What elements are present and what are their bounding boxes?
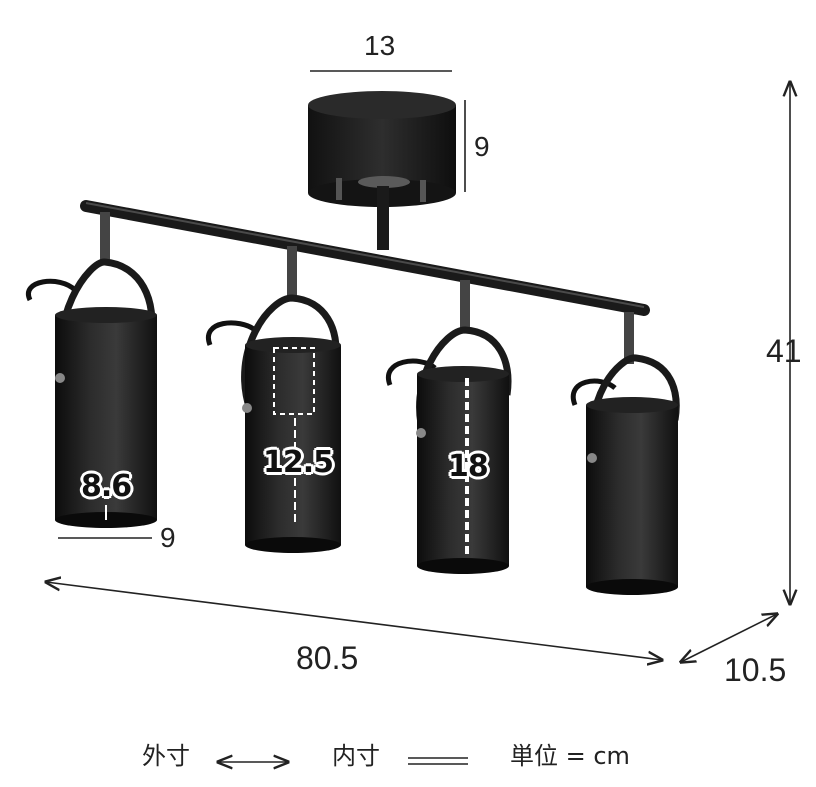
- spot-lamp-2: [205, 246, 341, 553]
- mounting-bar: [80, 200, 650, 316]
- legend-outer-label: 外寸: [142, 742, 190, 770]
- shade-length-label: 18: [448, 449, 489, 484]
- base-height-label: 9: [474, 131, 490, 162]
- legend-unit-label: 単位 = cm: [510, 742, 630, 770]
- socket-depth-label: 12.5: [263, 445, 334, 480]
- ceiling-base: [308, 91, 456, 250]
- spot-lamp-3: [385, 280, 512, 574]
- total-width-line: [46, 582, 662, 660]
- total-width-label: 80.5: [296, 640, 359, 676]
- depth-label: 10.5: [724, 652, 787, 688]
- shade-diameter-label: 9: [160, 522, 176, 553]
- shade-inner-diameter-label: 8.6: [81, 469, 132, 504]
- legend-glyphs: [218, 758, 468, 764]
- base-width-label: 13: [364, 30, 396, 61]
- dimension-lines: [46, 70, 790, 662]
- depth-line: [681, 614, 777, 662]
- legend-inner-label: 内寸: [332, 742, 380, 770]
- spot-lamp-4: [570, 312, 680, 595]
- legend: 外寸 内寸 単位 = cm: [0, 738, 816, 778]
- total-height-label: 41: [766, 333, 802, 369]
